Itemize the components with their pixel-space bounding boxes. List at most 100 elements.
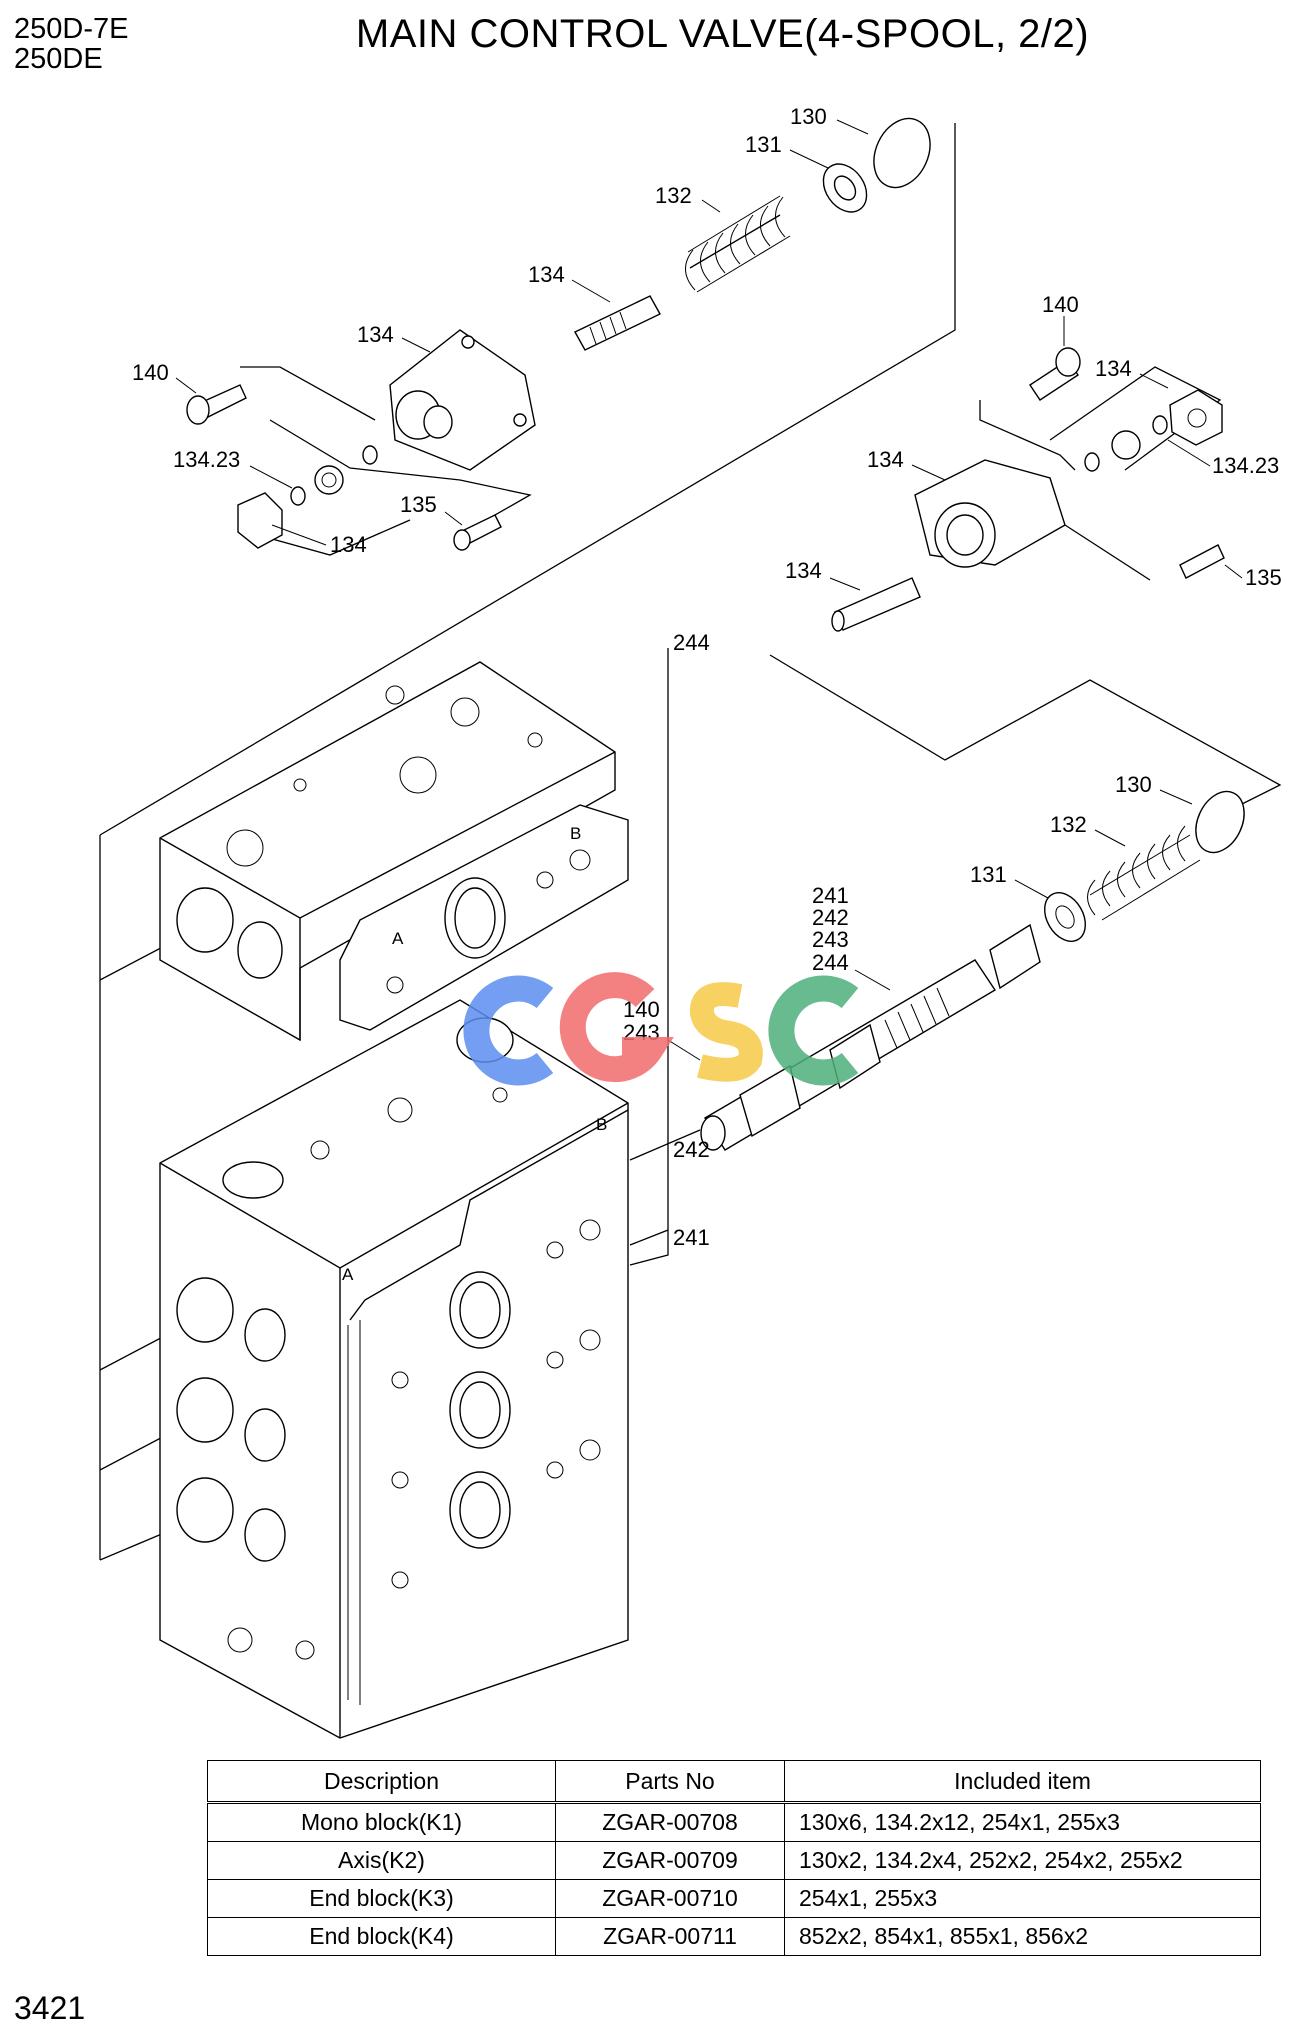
port: [176, 1477, 234, 1543]
bolt-135: [1179, 544, 1225, 579]
model-code-2: 250DE: [14, 43, 103, 75]
cell-description: Axis(K2): [207, 1841, 556, 1880]
o-ring-130: [1195, 790, 1245, 854]
callout-134: 134: [357, 322, 394, 347]
model-code-1: 250D-7E: [14, 13, 129, 45]
leader-line: [269, 419, 532, 536]
callout-244: 244: [812, 950, 849, 975]
table-header-row: Description Parts No Included item: [207, 1760, 1261, 1803]
svg-text:B: B: [596, 1115, 607, 1134]
o-ring-134: [362, 445, 378, 465]
leader-line: [1064, 524, 1151, 581]
leader-line: [979, 400, 1076, 471]
upper-cap-assembly: [99, 117, 956, 836]
table-row: Axis(K2) ZGAR-00709 130x2, 134.2x4, 252x…: [207, 1841, 1261, 1880]
right-cap-assembly: [769, 347, 1282, 821]
callout-132: 132: [655, 183, 692, 208]
svg-text:A: A: [392, 929, 404, 948]
port: [237, 921, 283, 979]
o-ring-134-23: [290, 486, 306, 506]
callout-243: 243: [812, 927, 849, 952]
spring-132: [1087, 825, 1201, 921]
nut-134: [314, 465, 344, 495]
port: [176, 887, 234, 953]
callout-134: 134: [330, 532, 367, 557]
o-ring-134-23: [1152, 415, 1168, 435]
port: [423, 405, 453, 439]
cell-part-no: ZGAR-00711: [555, 1917, 785, 1956]
plug-134: [237, 492, 283, 549]
callout-135: 135: [1245, 565, 1282, 590]
svg-text:A: A: [342, 1265, 354, 1284]
callout-132: 132: [1050, 812, 1087, 837]
cell-included: 130x6, 134.2x12, 254x1, 255x3: [784, 1802, 1261, 1842]
table-row: End block(K3) ZGAR-00710 254x1, 255x3: [207, 1879, 1261, 1918]
model-codes: 250D-7E 250DE: [14, 14, 128, 74]
callout-242: 242: [812, 905, 849, 930]
nut-134: [1111, 430, 1141, 460]
callout-130: 130: [1115, 772, 1152, 797]
port: [244, 1408, 286, 1462]
port: [176, 1377, 234, 1443]
cell-part-no: ZGAR-00710: [555, 1879, 785, 1918]
leader-line: [240, 366, 376, 421]
port: [244, 1308, 286, 1362]
boundary-line: [99, 123, 956, 836]
boundary-line: [769, 654, 1282, 821]
callout-244: 244: [673, 630, 710, 655]
screw-140: [186, 384, 247, 425]
washer-131-hole: [833, 175, 857, 201]
callout-242: 242: [673, 1137, 710, 1162]
pin-134: [574, 295, 661, 351]
callout-130: 130: [790, 104, 827, 129]
table-row: Mono block(K1) ZGAR-00708 130x6, 134.2x1…: [207, 1802, 1261, 1842]
callout-134-23: 134.23: [173, 447, 240, 472]
callout-241: 241: [673, 1225, 710, 1250]
column-header-parts-no: Parts No: [555, 1760, 785, 1803]
callout-140: 140: [132, 360, 169, 385]
cell-included: 130x2, 134.2x4, 252x2, 254x2, 255x2: [784, 1841, 1261, 1880]
port: [176, 1277, 234, 1343]
callout-131: 131: [970, 862, 1007, 887]
pin-134: [834, 577, 921, 631]
cell-included: 852x2, 854x1, 855x1, 856x2: [784, 1917, 1261, 1956]
upper-valve-block: A B: [99, 648, 669, 1246]
leader-line: [629, 1129, 701, 1161]
table-row: End block(K4) ZGAR-00711 852x2, 854x1, 8…: [207, 1917, 1261, 1956]
cover-134: [389, 329, 536, 471]
callout-134: 134: [1095, 356, 1132, 381]
o-ring-134: [1084, 452, 1100, 472]
callout-241: 241: [812, 883, 849, 908]
spring-132: [685, 195, 791, 293]
cgsc-watermark-logo: [463, 972, 859, 1086]
callout-134: 134: [528, 262, 565, 287]
cell-part-no: ZGAR-00708: [555, 1802, 785, 1842]
callout-140: 140: [1042, 292, 1079, 317]
callout-131: 131: [745, 132, 782, 157]
leader-line: [1049, 366, 1222, 471]
plug-134: [1169, 389, 1223, 446]
column-header-description: Description: [207, 1760, 556, 1803]
port: [244, 1508, 286, 1562]
leader-line: [629, 648, 669, 1246]
spool-end: [700, 1115, 726, 1151]
page-title: MAIN CONTROL VALVE(4-SPOOL, 2/2): [355, 12, 1090, 56]
cell-included: 254x1, 255x3: [784, 1879, 1261, 1918]
cell-description: End block(K4): [207, 1917, 556, 1956]
callout-135: 135: [400, 492, 437, 517]
callout-134-23: 134.23: [1212, 453, 1279, 478]
callout-134: 134: [785, 558, 822, 583]
svg-text:B: B: [570, 824, 581, 843]
parts-table: Description Parts No Included item Mono …: [207, 1760, 1261, 1956]
column-header-included-item: Included item: [784, 1760, 1261, 1803]
o-ring-130: [873, 117, 931, 189]
page-number: 3421: [14, 1990, 86, 2026]
cell-part-no: ZGAR-00709: [555, 1841, 785, 1880]
cell-description: Mono block(K1): [207, 1802, 556, 1842]
leader-line: [629, 1230, 669, 1266]
top-port: [222, 1161, 284, 1199]
callout-134: 134: [867, 447, 904, 472]
lower-valve-block: A B: [99, 980, 669, 1739]
cell-description: End block(K3): [207, 1879, 556, 1918]
